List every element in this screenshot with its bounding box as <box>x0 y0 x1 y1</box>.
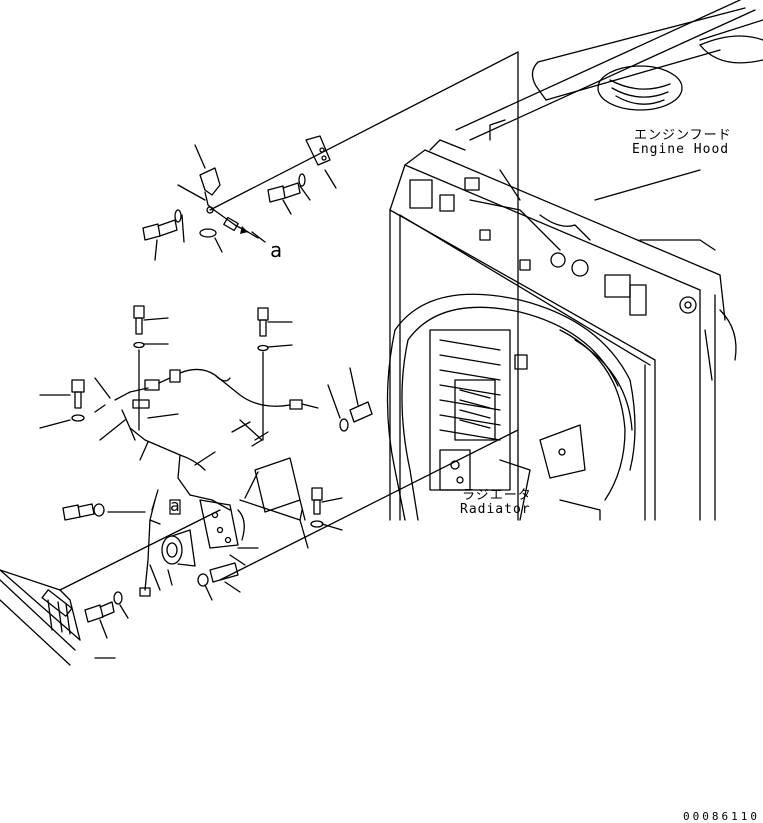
engine-hood-label-jp: エンジンフード <box>634 128 732 143</box>
engine-hood-label-en: Engine Hood <box>632 142 730 157</box>
front-frame <box>0 509 221 666</box>
upper-parts-cluster <box>142 135 337 261</box>
drawing-code: 00086110 <box>683 810 760 823</box>
reference-arrow-a <box>169 226 248 515</box>
leader-line-upper <box>209 51 519 211</box>
radiator-assembly <box>386 139 737 521</box>
radiator-label-en: Radiator <box>460 502 531 517</box>
middle-parts-cluster <box>39 305 373 511</box>
reference-letter-a-upper: a <box>270 238 284 262</box>
reference-letter-a-lower: a <box>170 496 181 515</box>
radiator-label-jp: ラジエータ <box>462 488 532 503</box>
lower-parts-cluster <box>62 489 259 639</box>
bracket-shield <box>219 429 519 581</box>
